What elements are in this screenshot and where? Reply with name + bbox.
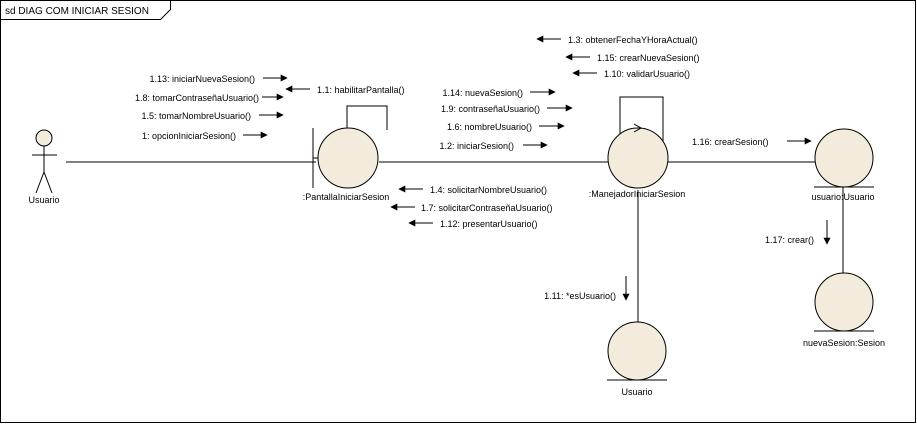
- message-label: 1.8: tomarContraseñaUsuario(): [135, 93, 259, 103]
- messages-manejador-pantalla: 1.4: solicitarNombreUsuario() 1.7: solic…: [390, 185, 553, 229]
- messages-pantalla-self: 1.1: habilitarPantalla(): [285, 85, 405, 95]
- message-label: 1.11: *esUsuario(): [544, 291, 616, 301]
- self-link-pantalla: [346, 105, 388, 130]
- message-label: 1.13: iniciarNuevaSesion(): [149, 74, 255, 84]
- object-nueva-sesion-label: nuevaSesion:Sesion: [803, 338, 885, 348]
- object-usuario-entity: [814, 128, 874, 188]
- message-label: 1.12: presentarUsuario(): [440, 219, 538, 229]
- messages-manejador-usuario-entity: 1.16: crearSesion(): [692, 137, 812, 147]
- object-usuario-db: [607, 321, 667, 381]
- messages-manejador-usuario-db: 1.11: *esUsuario(): [544, 276, 630, 301]
- message-label: 1.15: crearNuevaSesion(): [597, 53, 700, 63]
- self-link-manejador: [619, 96, 664, 150]
- object-usuario-entity-label: usuario:Usuario: [811, 192, 874, 202]
- actor-usuario: [32, 129, 57, 194]
- message-label: 1.5: tomarNombreUsuario(): [141, 111, 251, 121]
- actor-label: Usuario: [28, 195, 59, 205]
- message-label: 1.9: contraseñaUsuario(): [441, 104, 540, 114]
- actor-head: [35, 129, 53, 147]
- object-nueva-sesion: [814, 272, 874, 332]
- links: [66, 96, 844, 322]
- object-pantalla: [312, 127, 379, 189]
- object-manejador: [607, 123, 669, 189]
- messages-actor-pantalla: 1.13: iniciarNuevaSesion() 1.8: tomarCon…: [135, 74, 288, 141]
- message-label: 1.6: nombreUsuario(): [447, 122, 532, 132]
- message-label: 1.4: solicitarNombreUsuario(): [430, 185, 547, 195]
- messages-manejador-self: 1.3: obtenerFechaYHoraActual() 1.15: cre…: [536, 35, 700, 79]
- message-label: 1.17: crear(): [765, 235, 814, 245]
- message-label: 1.10: validarUsuario(): [604, 69, 690, 79]
- messages-pantalla-manejador: 1.14: nuevaSesion() 1.9: contraseñaUsuar…: [439, 88, 573, 151]
- message-label: 1: opcionIniciarSesion(): [142, 131, 236, 141]
- frame-title: sd DIAG COM INICIAR SESION: [5, 6, 149, 17]
- message-label: 1.2: iniciarSesion(): [439, 141, 514, 151]
- messages-usuario-entity-nueva-sesion: 1.17: crear(): [765, 220, 831, 245]
- message-label: 1.1: habilitarPantalla(): [317, 85, 405, 95]
- message-label: 1.7: solicitarContraseñaUsuario(): [421, 203, 553, 213]
- frame-title-tab: [0, 0, 171, 20]
- object-usuario-db-label: Usuario: [621, 387, 652, 397]
- message-label: 1.16: crearSesion(): [692, 137, 769, 147]
- object-pantalla-label: :PantallaIniciarSesion: [303, 192, 390, 202]
- message-label: 1.14: nuevaSesion(): [442, 88, 523, 98]
- object-manejador-label: :ManejadorIniciarSesion: [589, 189, 686, 199]
- message-label: 1.3: obtenerFechaYHoraActual(): [568, 35, 698, 45]
